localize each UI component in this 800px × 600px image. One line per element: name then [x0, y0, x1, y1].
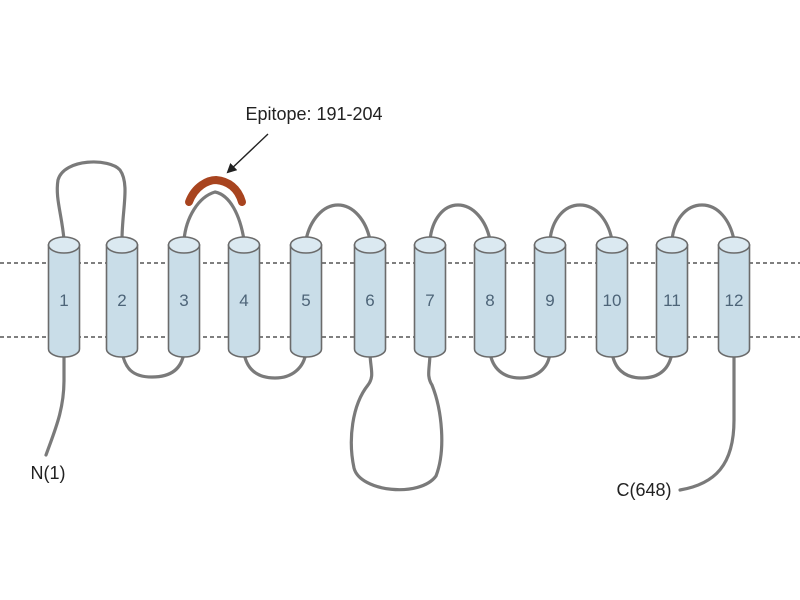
helix-12: 12	[717, 236, 751, 358]
helix-5: 5	[289, 236, 323, 358]
helix-3: 3	[167, 236, 201, 358]
intracellular-loop-4	[488, 350, 552, 380]
helix-top-cap	[289, 236, 323, 254]
helix-body	[227, 244, 261, 358]
helix-body	[413, 244, 447, 358]
helix-label: 6	[365, 291, 374, 310]
helix-label: 11	[663, 291, 681, 310]
helix-4: 4	[227, 236, 261, 358]
epitope-highlight	[185, 175, 246, 206]
epitope-arrow	[226, 133, 269, 174]
intracellular-loop-3	[349, 350, 444, 492]
helix-1: 1	[47, 236, 81, 358]
extracellular-loop-4	[428, 203, 492, 242]
helix-11: 11	[655, 236, 689, 358]
extracellular-loop-2	[182, 190, 246, 242]
helix-body	[167, 244, 201, 358]
helix-body	[47, 244, 81, 358]
helix-top-cap	[473, 236, 507, 254]
helix-10: 10	[595, 236, 629, 358]
helix-top-cap	[47, 236, 81, 254]
c-terminus-label: C(648)	[616, 480, 671, 500]
helix-8: 8	[473, 236, 507, 358]
helix-label: 7	[425, 291, 434, 310]
intracellular-loop-2	[242, 350, 308, 380]
helix-body	[105, 244, 139, 358]
helix-label: 5	[301, 291, 310, 310]
helix-9: 9	[533, 236, 567, 358]
helix-7: 7	[413, 236, 447, 358]
epitope-label: Epitope: 191-204	[245, 104, 382, 124]
helix-label: 3	[179, 291, 188, 310]
helix-body	[353, 244, 387, 358]
helix-body	[595, 244, 629, 358]
c-terminal-tail	[678, 350, 736, 492]
loops-group	[44, 160, 736, 492]
helix-top-cap	[533, 236, 567, 254]
helix-top-cap	[717, 236, 751, 254]
helix-body	[533, 244, 567, 358]
extracellular-loop-3	[304, 203, 372, 242]
helix-label: 12	[725, 291, 744, 310]
helix-top-cap	[413, 236, 447, 254]
helix-top-cap	[595, 236, 629, 254]
helix-top-cap	[353, 236, 387, 254]
intracellular-loop-1	[120, 350, 186, 379]
helix-label: 9	[545, 291, 554, 310]
extracellular-loop-5	[548, 203, 614, 242]
helix-body	[473, 244, 507, 358]
extracellular-loop-1	[55, 160, 127, 242]
helix-body	[717, 244, 751, 358]
n-terminus-label: N(1)	[31, 463, 66, 483]
helix-label: 10	[603, 291, 622, 310]
helix-label: 8	[485, 291, 494, 310]
helix-top-cap	[655, 236, 689, 254]
helix-label: 2	[117, 291, 126, 310]
helix-top-cap	[105, 236, 139, 254]
helix-2: 2	[105, 236, 139, 358]
helix-top-cap	[167, 236, 201, 254]
n-terminal-tail	[44, 350, 66, 457]
helix-label: 1	[59, 291, 68, 310]
helix-body	[289, 244, 323, 358]
helix-body	[655, 244, 689, 358]
helix-6: 6	[353, 236, 387, 358]
extracellular-loop-6	[670, 203, 736, 242]
helix-top-cap	[227, 236, 261, 254]
helix-label: 4	[239, 291, 248, 310]
intracellular-loop-5	[610, 350, 674, 380]
